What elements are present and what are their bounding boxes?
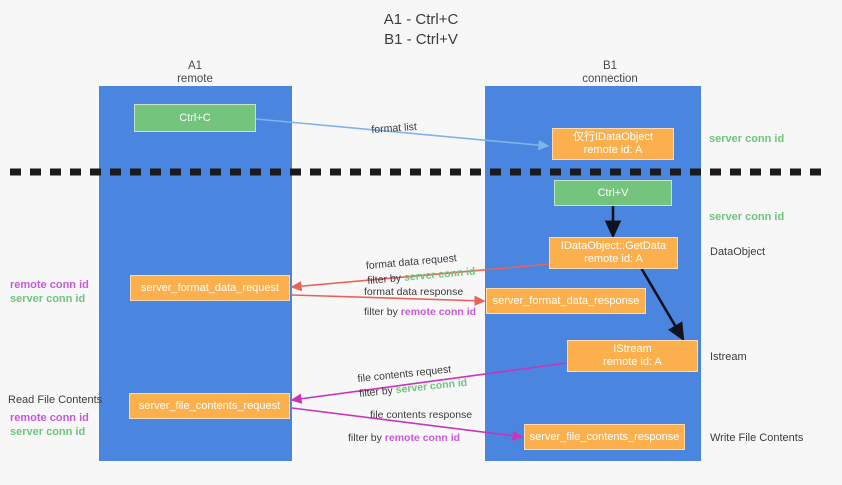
node-idataobject-line-1: 仅行IDataObject <box>572 131 654 143</box>
column-header-a1-name: A1 <box>187 60 203 72</box>
conn-id-remote: remote conn id <box>400 306 477 318</box>
edge-label-format-data-response-filter: filter by remote conn id <box>364 305 476 320</box>
node-idataobject-line-2: remote id: A <box>583 144 643 156</box>
node-ctrl-c[interactable]: Ctrl+C <box>134 104 256 132</box>
column-header-b1: B1 connection <box>540 60 680 86</box>
right-label-write-file-contents: Write File Contents <box>710 432 804 444</box>
node-server-format-data-response-label: server_format_data_response <box>492 294 640 307</box>
node-getdata[interactable]: IDataObject::GetData remote id: A <box>549 237 678 269</box>
edge-label-file-contents-response-filter: filter by remote conn id <box>348 431 472 446</box>
left-legend-top-server: server conn id <box>10 293 86 305</box>
node-istream[interactable]: IStream remote id: A <box>567 340 698 372</box>
edge-label-format-list: format list <box>371 120 417 138</box>
node-istream-line-2: remote id: A <box>603 356 662 368</box>
edge-label-file-contents-response-line-1: file contents response <box>370 409 473 421</box>
right-label-istream: Istream <box>710 351 747 363</box>
edge-label-format-data-response: format data response filter by remote co… <box>364 285 476 320</box>
node-ctrl-v[interactable]: Ctrl+V <box>554 180 672 206</box>
column-header-a1: A1 remote <box>125 60 265 86</box>
edge-label-file-contents-request: file contents request filter by server c… <box>357 361 468 402</box>
edge-label-format-data-request: format data request filter by server con… <box>365 250 476 289</box>
column-header-b1-sub: connection <box>582 73 638 85</box>
edge-label-format-data-response-line-1: format data response <box>364 286 464 298</box>
right-label-dataobject: DataObject <box>710 246 766 258</box>
filter-prefix: filter by <box>364 306 401 318</box>
node-idataobject[interactable]: 仅行IDataObject remote id: A <box>552 128 674 160</box>
title-line-1: A1 - Ctrl+C <box>383 11 459 28</box>
right-label-server-conn-id-mid: server conn id <box>709 211 785 223</box>
filter-prefix: filter by <box>348 432 385 444</box>
edge-label-format-list-text: format list <box>371 120 418 137</box>
page-title: A1 - Ctrl+C B1 - Ctrl+V <box>0 10 842 50</box>
node-getdata-line-2: remote id: A <box>584 253 643 265</box>
node-server-file-contents-request-label: server_file_contents_request <box>138 399 281 412</box>
left-legend-bottom-server: server conn id <box>10 426 86 438</box>
node-ctrl-v-label: Ctrl+V <box>597 186 629 199</box>
node-istream-line-1: IStream <box>613 343 652 355</box>
left-label-read-file-contents: Read File Contents <box>8 394 103 406</box>
left-legend-top-remote: remote conn id <box>10 279 89 291</box>
conn-id-remote: remote conn id <box>384 432 461 444</box>
node-server-format-data-response[interactable]: server_format_data_response <box>486 288 646 314</box>
node-server-file-contents-request[interactable]: server_file_contents_request <box>129 393 290 419</box>
node-server-format-data-request-label: server_format_data_request <box>140 281 280 294</box>
node-ctrl-c-label: Ctrl+C <box>179 111 211 124</box>
node-server-file-contents-response-label: server_file_contents_response <box>529 430 680 443</box>
right-label-server-conn-id-top: server conn id <box>709 133 785 145</box>
column-header-b1-name: B1 <box>602 60 618 72</box>
filter-prefix: filter by <box>358 384 397 401</box>
left-legend-bottom: remote conn id server conn id <box>10 411 89 439</box>
node-server-format-data-request[interactable]: server_format_data_request <box>130 275 290 301</box>
title-line-2: B1 - Ctrl+V <box>384 31 458 48</box>
node-getdata-line-1: IDataObject::GetData <box>560 240 667 252</box>
column-header-a1-sub: remote <box>177 73 213 85</box>
node-server-file-contents-response[interactable]: server_file_contents_response <box>524 424 685 450</box>
left-legend-top: remote conn id server conn id <box>10 278 89 306</box>
left-legend-bottom-remote: remote conn id <box>10 412 89 424</box>
edge-label-file-contents-response: file contents response filter by remote … <box>348 408 473 446</box>
